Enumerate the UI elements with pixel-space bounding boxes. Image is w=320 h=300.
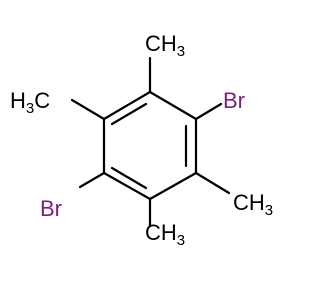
br-right-label: Br [223,88,245,113]
ring-bond-6 [102,90,152,121]
h3c-left-label: H3C [10,88,50,117]
molecule-diagram: CH3 Br H3C Br CH3 CH3 [10,31,273,249]
ch3-right-label: CH3 [233,190,273,219]
inner-double-bond-3 [110,102,148,126]
ring-bond-1 [148,90,198,121]
substituent-bond-lower-left [78,171,106,189]
substituent-bond-upper-right [194,102,223,121]
ch3-bottom-label: CH3 [145,220,185,249]
substituent-bond-lower-right [194,171,231,195]
structure-canvas: CH3 Br H3C Br CH3 CH3 [10,31,274,249]
ch3-top-label: CH3 [145,31,185,60]
ring-bond-4 [102,171,152,201]
substituent-bond-upper-left [70,98,106,121]
ring-bond-3 [148,171,198,201]
br-left-label: Br [40,196,62,221]
inner-double-bond-2 [110,166,148,190]
